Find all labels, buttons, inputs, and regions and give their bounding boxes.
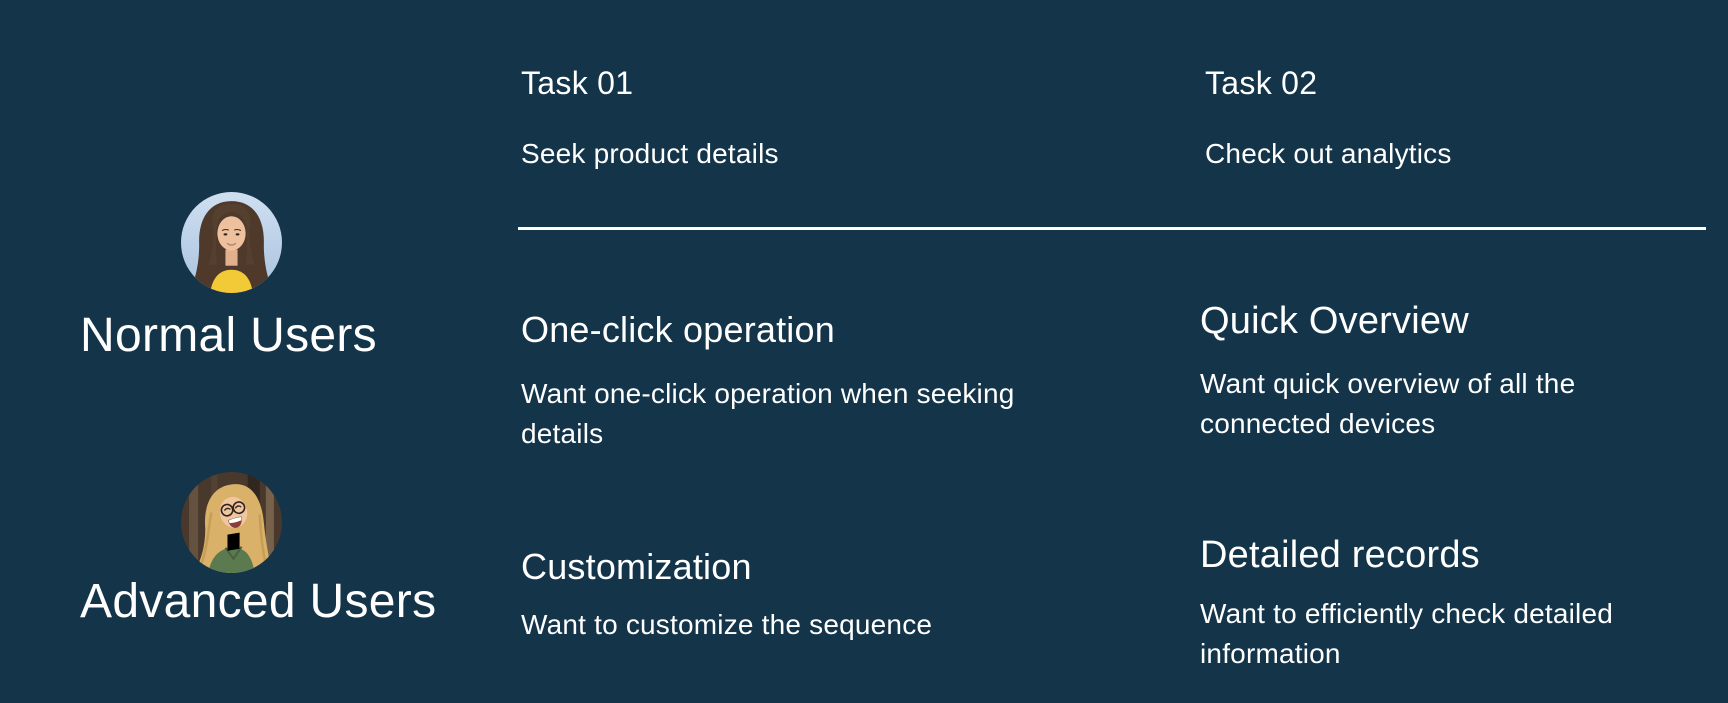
cell-heading-normal-task01: One-click operation (521, 309, 835, 350)
cell-body-normal-task02: Want quick overview of all the connected… (1200, 368, 1576, 439)
cell-body-advanced-task02: Want to efficiently check detailed infor… (1200, 598, 1614, 669)
persona-label-advanced-users: Advanced Users (80, 575, 437, 628)
task-02-subtitle: Check out analytics (1205, 138, 1452, 169)
laughing-woman-glasses-avatar-icon (181, 472, 282, 573)
task-02-title: Task 02 (1205, 65, 1318, 101)
cell-heading-advanced-task01: Customization (521, 546, 752, 587)
task-01-subtitle: Seek product details (521, 138, 779, 169)
task-01-title: Task 01 (521, 65, 634, 101)
header-divider (518, 227, 1706, 230)
woman-long-dark-hair-avatar-icon (181, 192, 282, 293)
cell-body-advanced-task01: Want to customize the sequence (521, 609, 933, 640)
persona-label-normal-users: Normal Users (80, 309, 377, 362)
cell-heading-advanced-task02: Detailed records (1200, 534, 1480, 576)
cell-heading-normal-task02: Quick Overview (1200, 300, 1469, 342)
cell-body-normal-task01: Want one-click operation when seeking de… (521, 378, 1015, 449)
